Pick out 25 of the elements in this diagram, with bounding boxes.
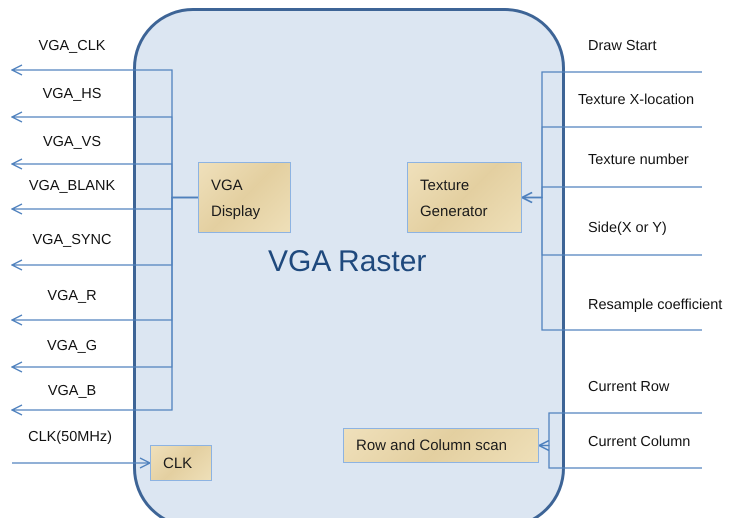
block-box: Texture Generator	[407, 162, 522, 233]
block-box: VGA Display	[198, 162, 291, 233]
edge-label: Current Column	[588, 434, 690, 450]
edge-label: VGA_BLANK	[28, 178, 116, 194]
edge-label: Current Row	[588, 379, 670, 395]
edge-label: VGA_G	[47, 338, 97, 354]
module-title: VGA Raster	[268, 245, 426, 279]
arrow	[538, 440, 702, 469]
module-box	[133, 8, 565, 518]
edge-label: VGA_VS	[42, 134, 102, 150]
edge-label: Resample coefficient	[588, 297, 722, 313]
edge-label: Texture X-location	[578, 92, 694, 108]
edge-label: Side(X or Y)	[588, 220, 667, 236]
edge-label: VGA_R	[47, 288, 97, 304]
edge-label: VGA_HS	[42, 86, 102, 102]
block-box: Row and Column scan	[343, 428, 539, 463]
block-box: CLK	[150, 445, 212, 481]
edge-label: Draw Start	[588, 38, 656, 54]
edge-label: VGA_SYNC	[32, 232, 112, 248]
arrow	[12, 457, 151, 469]
edge-label: VGA_B	[48, 383, 96, 399]
arrow	[521, 192, 702, 331]
edge-label: CLK(50MHz)	[28, 429, 112, 445]
edge-label: Texture number	[588, 152, 689, 168]
edge-label: VGA_CLK	[38, 38, 106, 54]
